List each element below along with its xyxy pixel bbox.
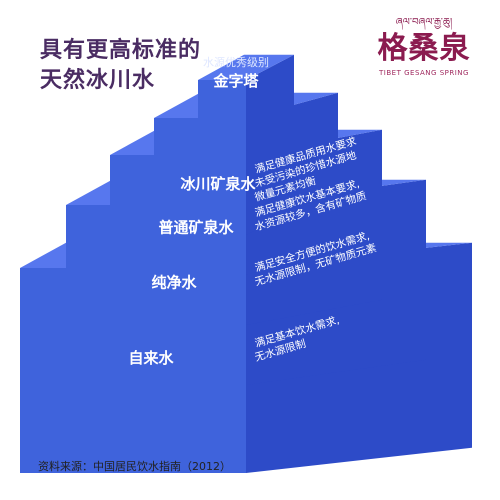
pyramid-blocks	[20, 54, 472, 473]
tier-subtitle: 水源优秀级别	[203, 55, 269, 69]
source-note: 资料来源：中国居民饮水指南（2012）	[38, 460, 231, 473]
brand-chinese-name: 格桑泉	[377, 31, 471, 66]
brand-english-name: TIBET GESANG SPRING	[379, 69, 469, 77]
tier-right-face	[246, 54, 294, 236]
tier-name: 金字塔	[212, 72, 259, 90]
tier-name: 自来水	[128, 349, 174, 367]
tier-front-face	[198, 80, 246, 235]
brand-logo: ཞལ་བཞལ་རྒྱ་ཆུ། 格桑泉 TIBET GESANG SPRING	[364, 16, 484, 78]
tier-top-face	[198, 54, 294, 80]
tier-name: 纯净水	[151, 274, 197, 292]
tier-name: 冰川矿泉水	[180, 175, 256, 193]
headline-line-1: 具有更高标准的	[40, 38, 202, 63]
brand-tibetan-text: ཞལ་བཞལ་རྒྱ་ཆུ།	[395, 17, 453, 28]
tier-name: 普通矿泉水	[158, 219, 234, 237]
headline-line-2: 天然冰川水	[40, 68, 156, 93]
